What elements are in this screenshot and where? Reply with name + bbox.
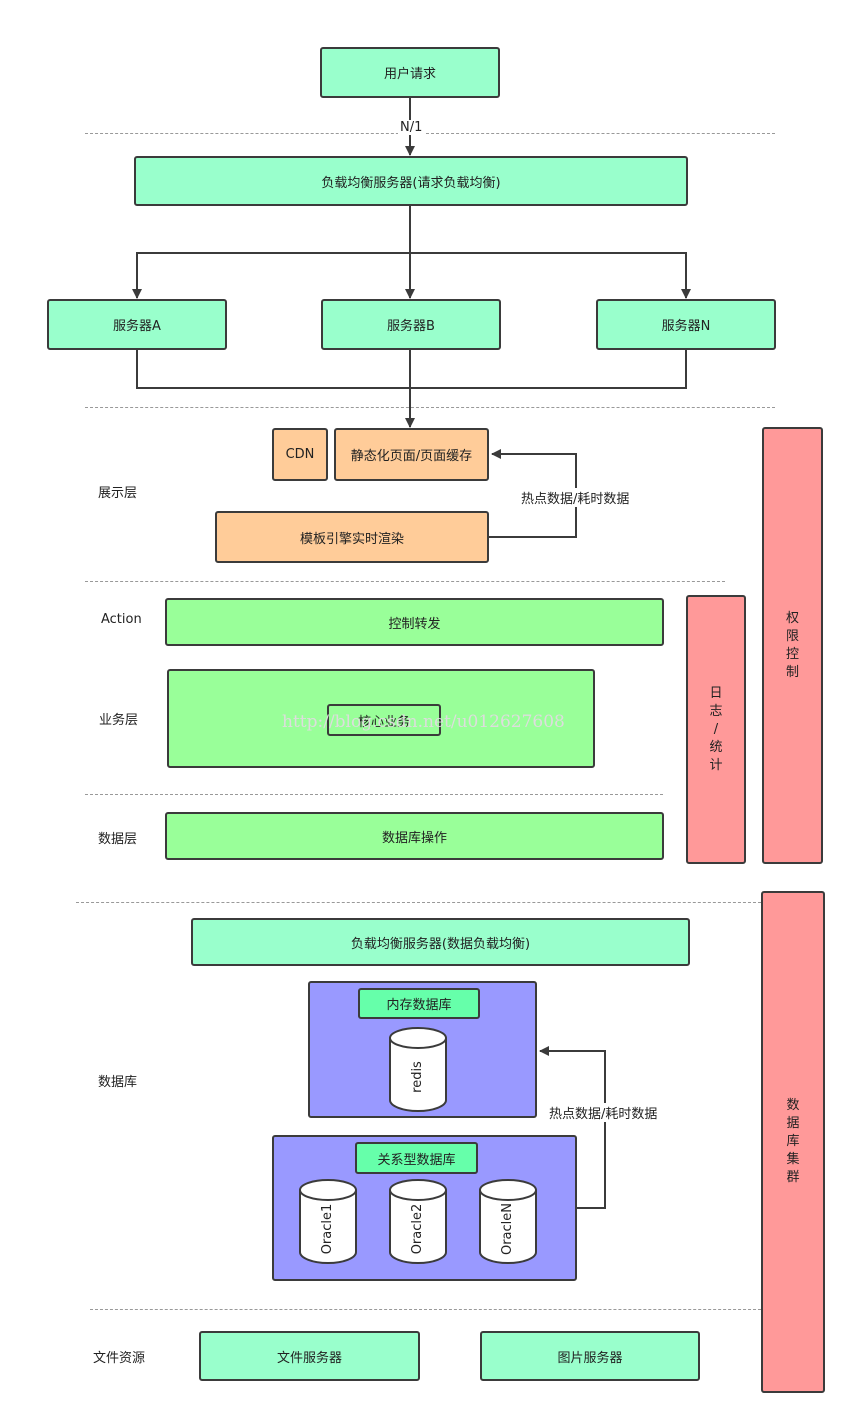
template-render-node: 模板引擎实时渲染 (215, 511, 489, 563)
log-stats-char: 统 (709, 739, 723, 755)
separator-6 (90, 1309, 761, 1310)
permission-char: 限 (785, 628, 799, 644)
watermark: http://blog.csdn.net/u012627608 (282, 712, 565, 732)
db-operation-node: 数据库操作 (165, 812, 664, 860)
server-b-node: 服务器B (321, 299, 501, 350)
log-stats-char: / (713, 721, 719, 737)
file-server-node: 文件服务器 (199, 1331, 420, 1381)
db-cluster-char: 库 (786, 1134, 800, 1149)
db-cluster-char: 据 (786, 1116, 800, 1131)
layer-label-file-resource: 文件资源 (93, 1351, 146, 1366)
db-cluster-bar: 数 据 库 集 群 (761, 891, 825, 1393)
oracle2-cylinder (389, 1179, 447, 1264)
separator-3 (85, 581, 725, 582)
oracle1-label: Oracle1 (320, 1203, 335, 1255)
layer-label-action: Action (101, 612, 142, 627)
oracle2-label: Oracle2 (410, 1203, 425, 1255)
core-business-node: 核心业务 (327, 704, 441, 736)
relational-db-title: 关系型数据库 (355, 1142, 478, 1174)
server-n-node: 服务器N (596, 299, 776, 350)
edge-lb-to-a (132, 252, 410, 299)
permission-char: 控 (785, 646, 799, 662)
layer-label-database: 数据库 (98, 1075, 138, 1090)
layer-label-business: 业务层 (99, 713, 139, 728)
business-layer-container: 核心业务 (167, 669, 595, 768)
static-cache-node: 静态化页面/页面缓存 (334, 428, 489, 481)
edge-label-hot-data-bottom: 热点数据/耗时数据 (549, 1103, 658, 1122)
lb-request-node: 负载均衡服务器(请求负载均衡) (134, 156, 688, 206)
edge-label-hot-data-top: 热点数据/耗时数据 (521, 488, 630, 507)
log-stats-char: 日 (709, 685, 723, 701)
edge-label-n-to-1: N/1 (398, 120, 425, 135)
permission-char: 权 (785, 610, 799, 626)
edge-lb-to-n (410, 252, 691, 299)
layer-label-presentation: 展示层 (98, 486, 138, 501)
redis-cylinder (389, 1027, 447, 1112)
log-stats-bar: 日 志 / 统 计 (686, 595, 746, 864)
control-forward-node: 控制转发 (165, 598, 664, 646)
cdn-node: CDN (272, 428, 328, 481)
edge-servers-merge (136, 350, 687, 389)
layer-label-data: 数据层 (98, 832, 138, 847)
db-cluster-char: 集 (786, 1152, 800, 1167)
separator-2 (85, 407, 775, 408)
edge-relational-to-memory (539, 1046, 606, 1209)
oracle1-cylinder (299, 1179, 357, 1264)
redis-label: redis (410, 1061, 425, 1093)
image-server-node: 图片服务器 (480, 1331, 700, 1381)
log-stats-char: 志 (709, 703, 723, 719)
user-request-node: 用户请求 (320, 47, 500, 98)
log-stats-char: 计 (709, 757, 723, 773)
db-cluster-char: 群 (786, 1170, 800, 1185)
separator-1 (85, 133, 775, 134)
db-cluster-char: 数 (786, 1098, 800, 1113)
server-a-node: 服务器A (47, 299, 227, 350)
permission-bar: 权 限 控 制 (762, 427, 823, 864)
memory-db-title: 内存数据库 (358, 988, 480, 1019)
oraclen-cylinder (479, 1179, 537, 1264)
oraclen-label: OracleN (500, 1202, 515, 1256)
separator-4 (85, 794, 663, 795)
separator-5 (76, 902, 761, 903)
lb-data-node: 负载均衡服务器(数据负载均衡) (191, 918, 690, 966)
permission-char: 制 (785, 664, 799, 680)
